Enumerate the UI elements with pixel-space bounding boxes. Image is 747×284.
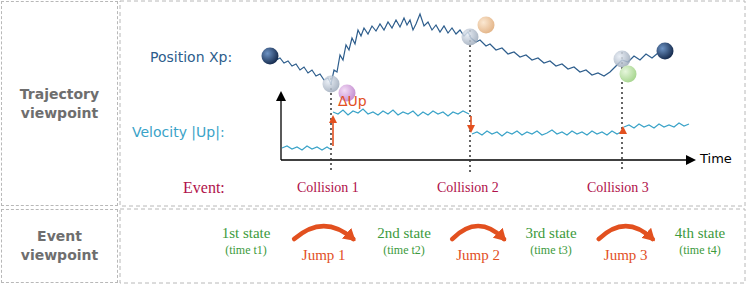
viewpoint-cell: Trajectory viewpoint: [1, 1, 118, 206]
node-subtitle: (time t3): [525, 242, 576, 259]
node-subtitle: (time t4): [675, 242, 725, 259]
node-title: 4th state: [675, 224, 725, 242]
jump-label: Jump 3: [602, 247, 650, 264]
state-node: 2nd state(time t2): [373, 222, 435, 261]
axis-label: Time: [700, 152, 732, 167]
node-title: 3rd state: [525, 224, 576, 242]
viewpoint-cell: Event viewpoint: [1, 209, 118, 283]
jump-arrow: [452, 226, 504, 239]
collision-markers: [331, 30, 622, 172]
state-node: 4th state(time t4): [671, 222, 729, 261]
event-label: Collision 2: [437, 180, 499, 196]
jump-label: Jump 1: [300, 247, 348, 264]
jump-arrow: [599, 226, 653, 239]
velocity-jump-arrows: [333, 116, 623, 146]
axis-label: Position Xp:: [150, 49, 232, 65]
jump-label: Jump 2: [454, 247, 502, 264]
velocity-curve: [282, 109, 689, 150]
jump-arrow: [294, 226, 353, 239]
jump-magnitude: ΔUp: [338, 93, 367, 109]
particles: [262, 17, 674, 102]
axis: [280, 93, 281, 160]
node-title: 1st state: [222, 224, 271, 242]
node-subtitle: (time t1): [222, 242, 271, 259]
axis: [281, 159, 694, 160]
node-title: Event viewpoint: [6, 227, 113, 265]
event-label: Collision 3: [587, 180, 649, 196]
panel-border: [120, 209, 745, 283]
state-node: 3rd state(time t3): [521, 222, 580, 261]
position-curve: [270, 14, 658, 84]
row-label: Event:: [183, 179, 225, 197]
state-node: 1st state(time t1): [218, 222, 275, 261]
axis-label: Velocity |Up|:: [132, 124, 225, 140]
node-title: 2nd state: [377, 224, 431, 242]
node-subtitle: (time t2): [377, 242, 431, 259]
node-title: Trajectory viewpoint: [6, 85, 113, 123]
panel-border: [120, 1, 745, 206]
event-label: Collision 1: [297, 180, 359, 196]
